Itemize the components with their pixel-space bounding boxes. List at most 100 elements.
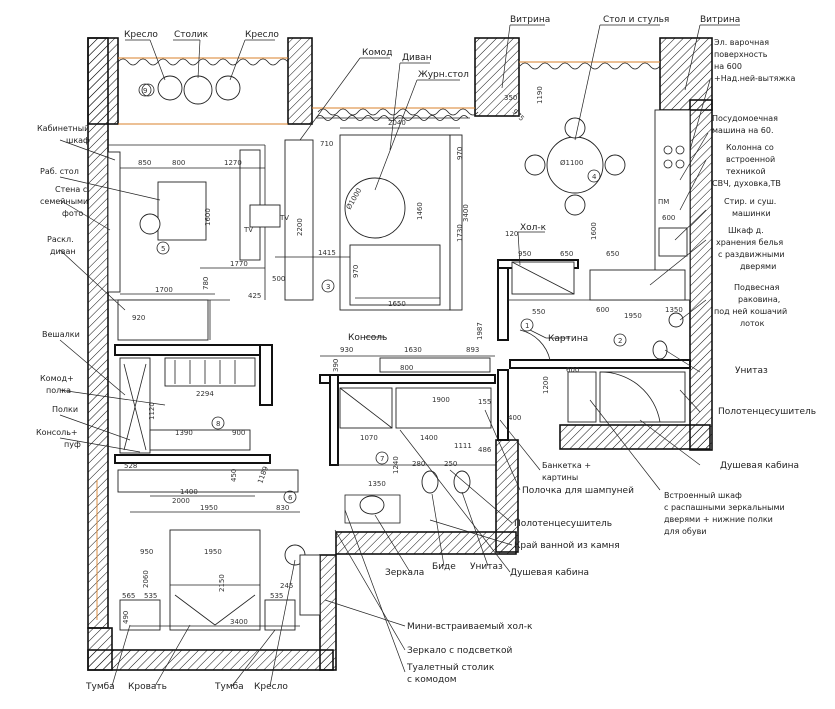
dim-800b: 800 [400,364,413,372]
label-armchair-left: Кресло [124,30,158,40]
tv-label-a: TV [243,226,253,234]
label-dishwasher-1: Посудомоечная [712,114,778,123]
label-cooktop-1: Эл. варочная [714,38,769,47]
label-console-pouf-2: пуф [64,440,81,449]
label-shelves: Полки [52,405,78,414]
bathtub-shape [395,387,492,429]
label-wardrobe-1: Встроенный шкаф [664,491,742,500]
dim-600a: 600 [662,214,675,222]
label-family-wall-2: семейными [40,197,88,206]
room-number-7: 7 [380,455,384,463]
sink-shape [668,312,684,328]
label-sink-3: под ней кошачий [714,307,787,316]
label-family-wall-1: Стена с [55,185,87,194]
room-number-4: 4 [592,173,597,181]
dim-900: 900 [232,429,245,437]
dim-3400b: 3400 [230,618,248,626]
label-bed: Кровать [128,682,167,692]
label-hangers: Вешалки [42,330,80,339]
label-coffee-table: Столик [174,30,209,40]
dim-535b: 535 [270,592,283,600]
label-wardrobe-3: дверями + нижние полки [664,515,773,524]
dim-1730: 1730 [456,224,464,242]
dim-1240: 1240 [392,456,400,474]
label-shower-2: Душевая кабина [510,568,589,578]
label-nightstand-left: Тумба [85,682,115,692]
toilet-1-shape [652,340,668,360]
label-console: Консоль [348,333,387,343]
dim-450: 450 [230,469,238,482]
dim-425: 425 [248,292,261,300]
label-dishwasher-2: машина на 60. [712,126,774,135]
label-nightstand-right: Тумба [214,682,244,692]
dim-1950a: 1950 [624,312,642,320]
dim-1415: 1415 [318,249,336,257]
label-cooktop-4: +Над.ней-вытяжка [714,74,795,83]
dim-1070: 1070 [360,434,378,442]
room-number-6: 6 [288,494,293,502]
shower-1-shape [599,371,686,423]
dim-2150: 2150 [218,574,226,592]
room-number-8: 8 [216,420,220,428]
dim-930: 930 [340,346,353,354]
dim-1987: 1987 [476,322,484,340]
label-shower-1: Душевая кабина [720,461,799,471]
dim-1460: 1460 [416,202,424,220]
dim-1390: 1390 [175,429,193,437]
dim-830: 830 [276,504,289,512]
room-number-1: 1 [525,322,529,330]
label-painting: Картина [548,334,588,344]
room-number-3: 3 [326,283,330,291]
label-linen-4: дверями [740,262,776,271]
label-work-table: Раб. стол [40,167,79,176]
label-towel-dryer-1: Полотенцесушитель [718,407,816,417]
work-desk-shape [157,181,207,241]
dim-565: 565 [122,592,135,600]
dim-600b: 600 [596,306,609,314]
label-sofa: Диван [402,53,432,63]
dimensions: 2040 710 970 Ø1000 1460 3400 970 1730 16… [120,86,683,627]
fold-sofa-shape [117,299,209,341]
label-fold-sofa-2: диван [50,247,76,256]
dim-1200: 1200 [542,376,550,394]
room-number-5: 5 [161,245,165,253]
dim-950b: 950 [140,548,153,556]
label-sink-1: Подвесная [734,283,780,292]
label-washer-2: машинки [732,209,771,218]
label-fold-sofa-1: Раскл. [47,235,74,244]
dim-390: 390 [332,359,340,372]
dim-1400a: 1400 [420,434,438,442]
label-table-chairs: Стол и стулья [603,15,669,25]
dim-975: 975 [511,108,526,123]
label-shampoo-shelf: Полочка для шампуней [522,486,634,496]
label-mini-fridge: Мини-встраиваемый хол-к [407,622,533,632]
label-dresser-shelf-2: полка [46,386,71,395]
label-showcase-1: Витрина [510,15,550,25]
leaders [59,24,740,687]
label-armchair-right: Кресло [245,30,279,40]
dim-1270: 1270 [224,159,242,167]
dim-850: 850 [138,159,151,167]
label-bench-1: Банкетка + [542,461,591,470]
label-cabinet-wardrobe-1: Кабинетный [37,124,89,133]
label-column-2: встроенной [726,155,775,164]
dim-280: 280 [412,460,425,468]
utility-room [567,269,686,423]
kitchen-counter-shape [654,109,691,301]
label-lit-mirror: Зеркало с подсветкой [407,646,512,656]
label-family-wall-3: фото [62,209,83,218]
dim-650b: 650 [606,250,619,258]
journal-table-shape [344,177,406,239]
label-mirrors: Зеркала [385,568,424,578]
label-wardrobe-4: для обуви [664,527,706,536]
tv-label-b: TV [279,214,289,222]
toilet-2-shape [453,470,471,494]
nightstand-left-shape [119,599,161,631]
label-bench-2: картины [542,473,578,482]
label-armchair-bed: Кресло [254,682,288,692]
dim-1350a: 1350 [665,306,683,314]
dim-1190: 1190 [536,86,544,104]
dim-500a: 500 [272,275,285,283]
dim-780: 780 [202,277,210,290]
